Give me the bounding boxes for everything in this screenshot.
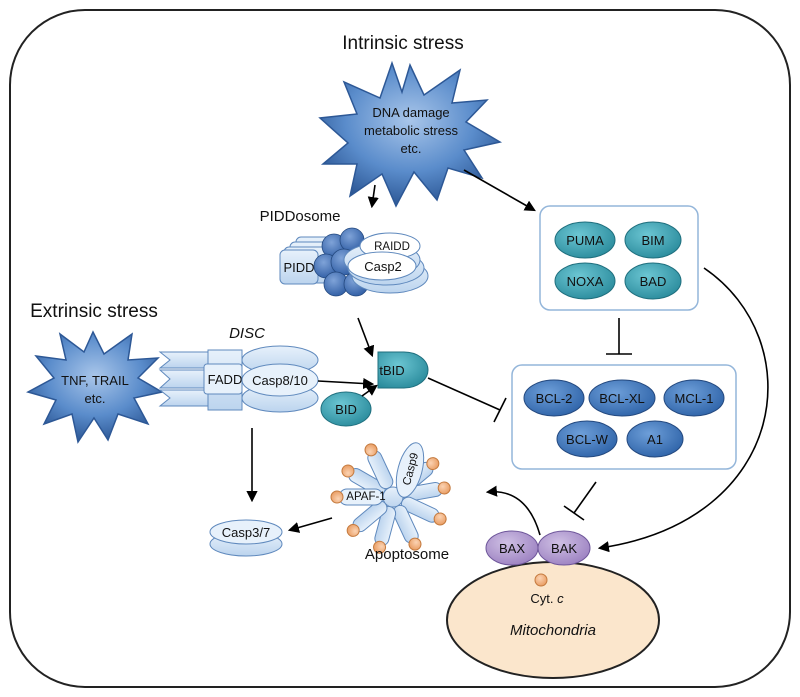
svg-text:A1: A1 <box>647 432 663 447</box>
pathway-arrows <box>246 169 769 553</box>
disc-label: DISC <box>229 325 265 342</box>
svg-text:BAX: BAX <box>499 541 525 556</box>
svg-text:BIM: BIM <box>641 233 664 248</box>
extrinsic-stress-label: Extrinsic stress <box>30 301 158 322</box>
cyt-c-node: Cyt. c <box>530 573 564 606</box>
svg-text:BAD: BAD <box>640 274 667 289</box>
svg-text:BID: BID <box>335 402 357 417</box>
bh3-bad: BAD <box>624 262 682 300</box>
svg-text:Mitochondria: Mitochondria <box>510 622 596 639</box>
svg-text:PUMA: PUMA <box>566 233 604 248</box>
svg-text:etc.: etc. <box>85 391 106 406</box>
svg-text:DNA damage: DNA damage <box>372 105 449 120</box>
intrinsic-stress-label: Intrinsic stress <box>342 33 463 54</box>
mcl1-node: MCL-1 <box>663 379 725 417</box>
bid-node: BID <box>320 391 372 427</box>
arrow-baxbak-to-apoptosome <box>485 485 541 536</box>
cell-boundary <box>9 9 791 688</box>
svg-text:metabolic stress: metabolic stress <box>364 123 458 138</box>
arrow-bid-to-tbid <box>361 384 378 397</box>
extrinsic-stress-burst: TNF, TRAIL etc. <box>26 330 165 444</box>
intrinsic-stress-burst: DNA damage metabolic stress etc. <box>318 60 503 208</box>
inhibit-bh3-to-bcl2 <box>606 318 632 355</box>
svg-text:tBID: tBID <box>379 363 404 378</box>
apoptosome-complex: Casp9 APAF-1 <box>330 442 451 554</box>
arrow-piddosome-to-tbid <box>357 317 375 358</box>
svg-text:BCL-XL: BCL-XL <box>599 391 645 406</box>
a1-node: A1 <box>626 420 684 458</box>
bax-node: BAX <box>485 530 539 566</box>
bh3-only-panel <box>539 205 699 311</box>
svg-text:Cyt. c: Cyt. c <box>530 591 564 606</box>
bcl-xl-node: BCL-XL <box>588 379 656 417</box>
svg-text:FADD: FADD <box>208 372 243 387</box>
apoptosome-label: Apoptosome <box>365 546 449 563</box>
bcl-w-node: BCL-W <box>556 420 618 458</box>
bcl2-node: BCL-2 <box>523 379 585 417</box>
bh3-bim: BIM <box>624 221 682 259</box>
bh3-noxa: NOXA <box>554 262 616 300</box>
arrow-apoptosome-to-casp37 <box>287 517 333 533</box>
piddosome-complex: PIDD RAIDD Casp2 <box>279 227 429 297</box>
svg-text:MCL-1: MCL-1 <box>674 391 713 406</box>
svg-text:TNF, TRAIL: TNF, TRAIL <box>61 373 129 388</box>
inhibition-lines <box>427 318 632 521</box>
arrow-intrinsic-to-piddosome <box>367 184 379 209</box>
svg-text:Casp3/7: Casp3/7 <box>222 525 270 540</box>
svg-text:NOXA: NOXA <box>567 274 604 289</box>
inhibit-bcl2-to-baxbak <box>563 481 597 521</box>
svg-text:APAF-1: APAF-1 <box>346 491 385 503</box>
arrow-disc-to-tbid <box>317 377 375 390</box>
bak-node: BAK <box>537 530 591 566</box>
svg-text:BCL-W: BCL-W <box>566 432 609 447</box>
arrow-intrinsic-to-bh3 <box>463 169 536 212</box>
casp37-node: Casp3/7 <box>209 519 283 557</box>
svg-text:Casp8/10: Casp8/10 <box>252 373 308 388</box>
tbid-node: tBID <box>377 351 429 389</box>
disc-complex: FADD Casp8/10 <box>158 345 319 413</box>
piddosome-label: PIDDosome <box>260 208 341 225</box>
svg-text:PIDD: PIDD <box>283 260 314 275</box>
mitochondria: Mitochondria <box>446 561 660 679</box>
svg-text:Casp2: Casp2 <box>364 259 402 274</box>
svg-text:etc.: etc. <box>401 141 422 156</box>
svg-text:BCL-2: BCL-2 <box>536 391 573 406</box>
bh3-puma: PUMA <box>554 221 616 259</box>
arrow-bh3-to-bak <box>597 267 769 553</box>
inhibit-tbid-to-bcl2 <box>427 377 507 423</box>
svg-text:RAIDD: RAIDD <box>374 241 410 253</box>
svg-text:BAK: BAK <box>551 541 577 556</box>
